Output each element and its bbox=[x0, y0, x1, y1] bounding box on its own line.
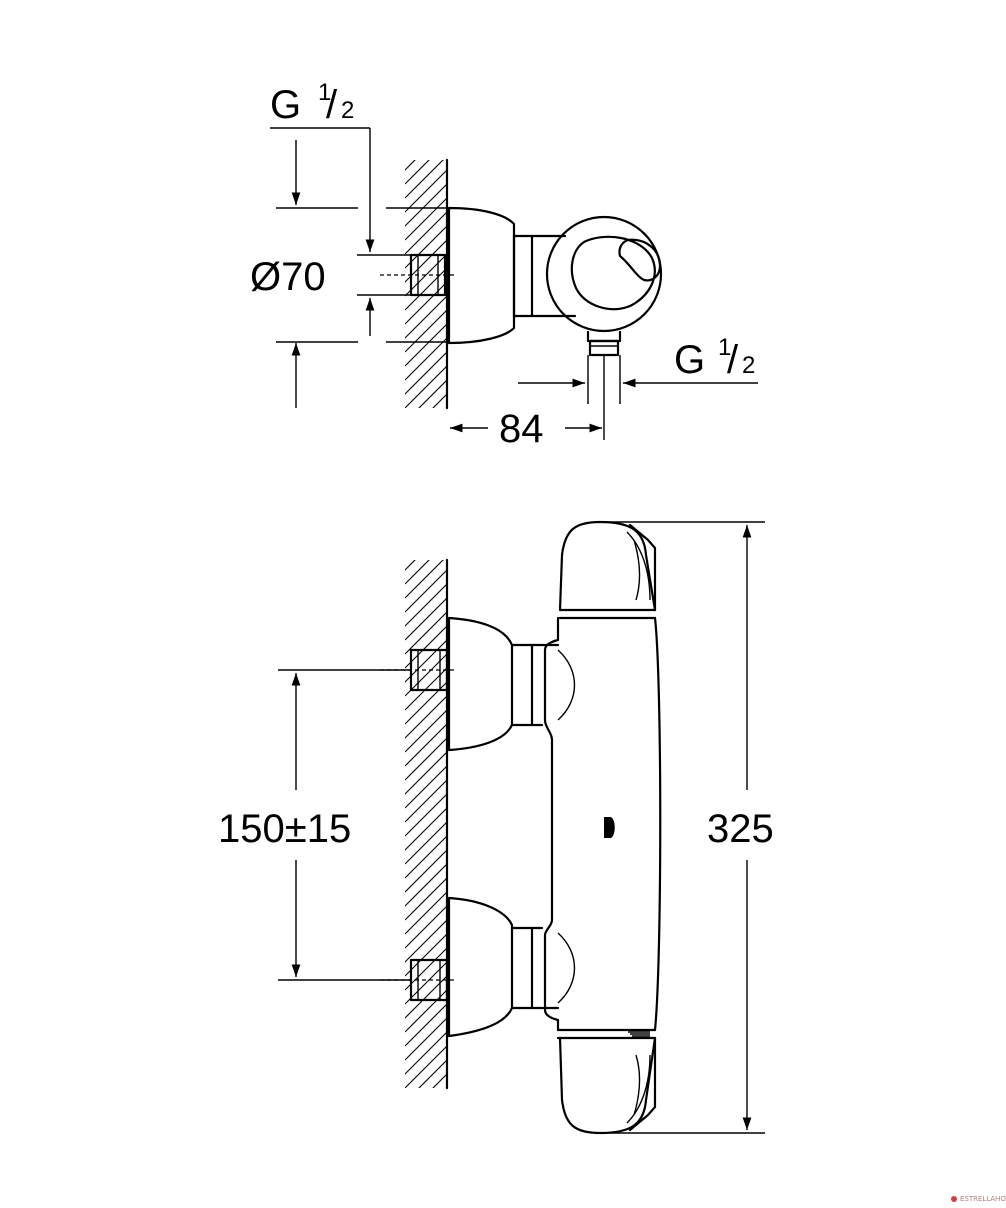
wall-hatch-line bbox=[405, 1003, 447, 1047]
wall-hatch-line bbox=[405, 100, 447, 142]
front-view: 150±15 325 bbox=[218, 500, 774, 1186]
connector-lower bbox=[510, 926, 576, 1010]
wall-hatch-line bbox=[432, 393, 447, 408]
wall-hatch-line bbox=[405, 560, 444, 599]
wall-hatch-line bbox=[405, 835, 447, 879]
wall-hatch-line bbox=[405, 1102, 447, 1144]
wall-hatch-line bbox=[405, 1116, 447, 1158]
wall-hatch-line bbox=[405, 309, 447, 353]
dim-thread-inlet: G 1 / 2 bbox=[270, 79, 446, 408]
logo-mark bbox=[604, 817, 615, 838]
thread-inlet-sub: 2 bbox=[341, 97, 354, 124]
thread-inlet-slash: / bbox=[326, 83, 338, 127]
wall-hatch-line bbox=[405, 877, 447, 921]
thread-outlet-sup: 1 bbox=[718, 334, 731, 361]
dim-spacing: 150±15 bbox=[218, 669, 411, 981]
wall-hatch-line bbox=[405, 500, 447, 542]
wall-hatch-line bbox=[405, 793, 447, 837]
wall-hatch-line bbox=[405, 821, 447, 865]
wall-hatch-line bbox=[405, 709, 447, 753]
diameter-label: Ø70 bbox=[250, 255, 326, 299]
connector-top bbox=[512, 234, 534, 318]
wall-hatch-line bbox=[432, 1073, 447, 1088]
wall-hatch-line bbox=[405, 849, 447, 893]
wall-hatch-line bbox=[405, 1017, 447, 1061]
thread-outlet-label: G bbox=[674, 338, 705, 382]
top-view: G 1 / 2 Ø70 G 1 / 2 84 bbox=[250, 79, 758, 506]
wall-hatch-line bbox=[405, 765, 447, 809]
wall-hatch-line bbox=[405, 905, 447, 949]
wall-hatch-line bbox=[405, 723, 447, 767]
wall-hatch-line bbox=[405, 337, 447, 381]
wall-hatch-line bbox=[405, 863, 447, 907]
wall-hatch-line bbox=[405, 450, 447, 492]
wall-hatch-line bbox=[405, 1045, 447, 1088]
rosette-lower bbox=[447, 896, 514, 1038]
wall-hatch-line bbox=[405, 183, 447, 227]
wall-hatch-line bbox=[405, 919, 447, 963]
thread-outlet-slash: / bbox=[727, 338, 739, 382]
wall-hatch-line bbox=[405, 737, 447, 781]
wall-hatch-line bbox=[405, 422, 447, 464]
wall-hatch-line bbox=[405, 464, 447, 506]
wall-hatch-line bbox=[405, 807, 447, 851]
wall-hatch-line bbox=[405, 295, 447, 339]
wall-hatch-line bbox=[405, 560, 430, 585]
wall-front bbox=[405, 500, 449, 1186]
wall-hatch-line bbox=[405, 779, 447, 823]
wall-hatch-line bbox=[405, 211, 447, 255]
rosette-upper bbox=[447, 616, 514, 752]
wall-hatch-line bbox=[405, 351, 447, 395]
wall-hatch-line bbox=[405, 160, 430, 185]
wall-hatch-line bbox=[405, 323, 447, 367]
wall-hatch-line bbox=[446, 407, 447, 408]
wall-hatch-line bbox=[405, 514, 447, 556]
outlet-stub-top bbox=[586, 330, 622, 357]
wall-hatch-line bbox=[405, 597, 447, 641]
watermark: ESTRELLAHOME bbox=[951, 1195, 1006, 1203]
svg-text:ESTRELLAHOME: ESTRELLAHOME bbox=[960, 1195, 1006, 1203]
wall-hatch-line bbox=[405, 197, 447, 241]
wall-hatch-line bbox=[405, 169, 447, 213]
dim-height: 325 bbox=[600, 521, 774, 1134]
wall-hatch-line bbox=[405, 891, 447, 935]
thermostat-body-front bbox=[543, 520, 662, 1135]
thread-inlet-sup: 1 bbox=[318, 79, 331, 106]
wall-hatch-line bbox=[405, 583, 447, 627]
wall-top bbox=[405, 100, 449, 506]
wall-hatch-line bbox=[405, 114, 447, 156]
spacing-label: 150±15 bbox=[218, 807, 351, 851]
wall-hatch-line bbox=[405, 1130, 447, 1172]
dim-thread-outlet: G 1 / 2 bbox=[518, 334, 758, 404]
wall-hatch-line bbox=[405, 160, 416, 171]
rosette-top bbox=[447, 206, 516, 345]
wall-hatch-line bbox=[405, 695, 447, 739]
wall-hatch-line bbox=[405, 365, 447, 408]
wall-hatch-line bbox=[418, 379, 447, 408]
wall-hatch-line bbox=[418, 1059, 447, 1088]
depth-label: 84 bbox=[499, 407, 544, 451]
dim-depth: 84 bbox=[450, 355, 605, 451]
thread-inlet-label: G bbox=[270, 83, 301, 127]
thread-outlet-sub: 2 bbox=[742, 352, 755, 379]
inlet-stub-top bbox=[380, 253, 455, 297]
wall-hatch-line bbox=[405, 160, 444, 199]
wall-hatch-line bbox=[446, 1087, 447, 1088]
wall-hatch-line bbox=[405, 436, 447, 478]
wall-hatch-line bbox=[405, 1144, 447, 1186]
wall-hatch-line bbox=[405, 751, 447, 795]
wall-hatch-line bbox=[405, 560, 416, 571]
scale-marks bbox=[628, 1031, 650, 1037]
wall-hatch-line bbox=[405, 569, 447, 613]
thermostat-body-top bbox=[545, 215, 663, 333]
connector-upper bbox=[510, 643, 576, 727]
height-label: 325 bbox=[707, 807, 774, 851]
wall-hatch-line bbox=[405, 1031, 447, 1075]
wall-hatch-line bbox=[405, 281, 447, 325]
wall-hatch-line bbox=[405, 611, 447, 655]
